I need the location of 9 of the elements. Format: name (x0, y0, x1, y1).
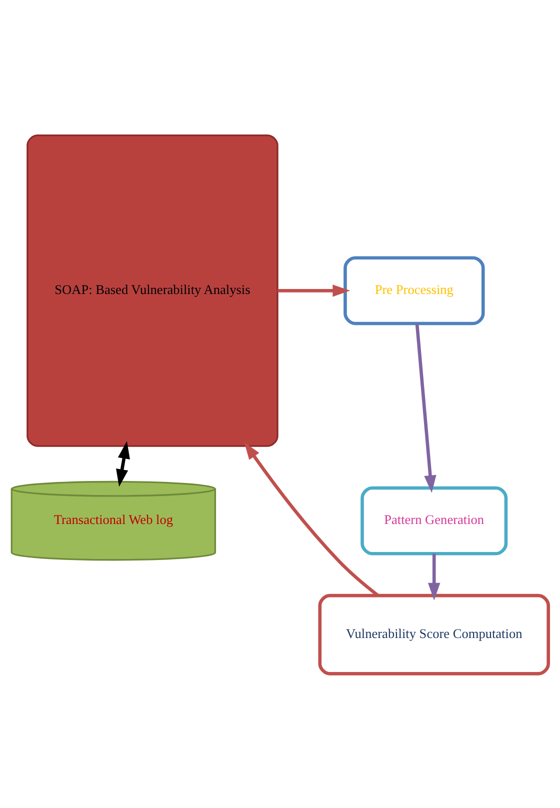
arrow (415, 322, 436, 492)
node-box: SOAP: Based Vulnerability Analysis (26, 134, 278, 446)
arrow (428, 553, 440, 600)
arrow (116, 440, 130, 486)
arrow (244, 442, 380, 596)
arrow (278, 284, 350, 296)
node-box: Vulnerability Score Computation (318, 593, 550, 675)
node-box: Pattern Generation (360, 486, 508, 555)
node-box: Pre Processing (344, 256, 485, 325)
